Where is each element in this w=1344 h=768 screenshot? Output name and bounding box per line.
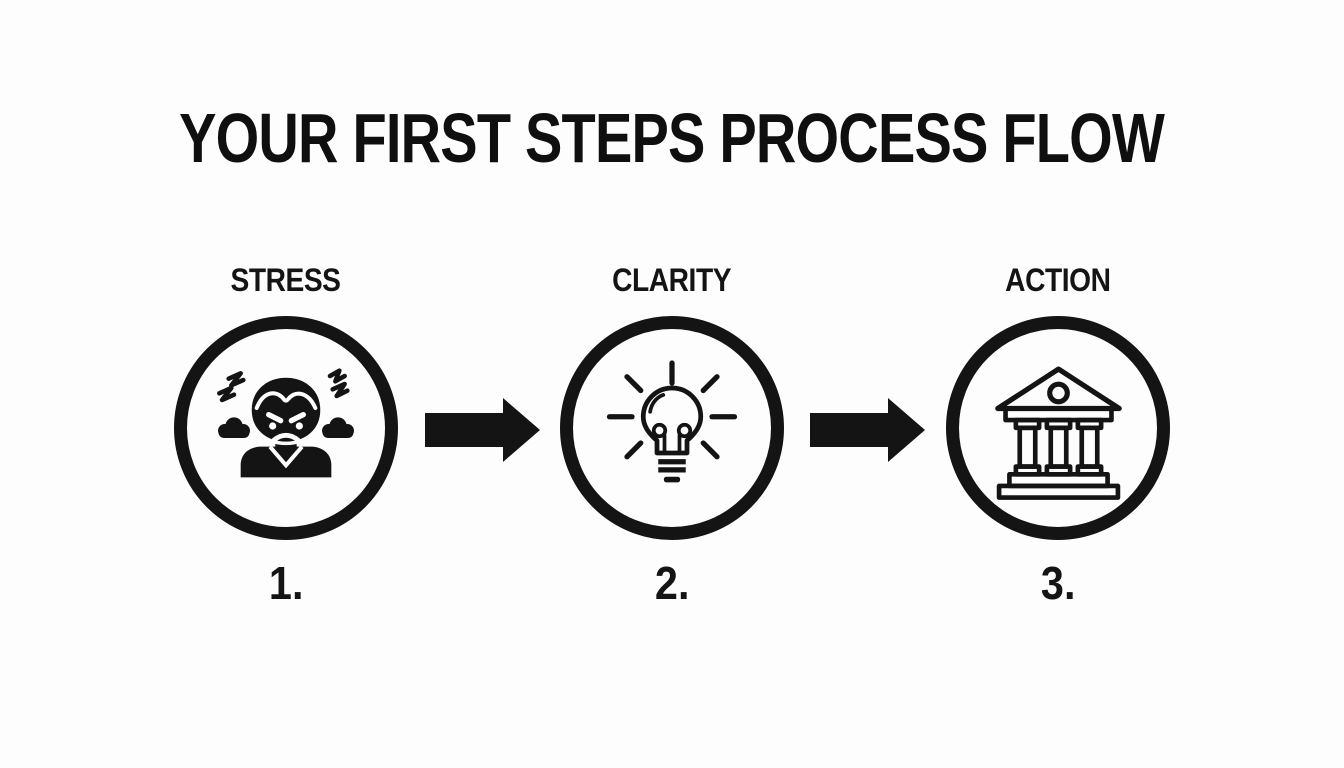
step-number-1: 1. xyxy=(268,557,304,609)
arrow-right-icon xyxy=(810,398,925,462)
step-circle-action xyxy=(946,316,1170,540)
step-label-clarity: CLARITY xyxy=(612,262,732,298)
step-number-3: 3. xyxy=(1040,557,1076,609)
step-circle-clarity xyxy=(560,316,784,540)
arrow-right-icon xyxy=(425,398,540,462)
page-title-text: YOUR FIRST STEPS PROCESS FLOW xyxy=(179,99,1166,177)
lightbulb-icon xyxy=(606,360,738,483)
page-title: YOUR FIRST STEPS PROCESS FLOW xyxy=(0,103,1344,173)
step-number-2: 2. xyxy=(654,557,690,609)
step-label-action: ACTION xyxy=(1005,262,1111,298)
stressed-person-icon xyxy=(217,368,354,478)
step-label-stress: STRESS xyxy=(230,262,342,298)
step-circle-stress xyxy=(174,316,398,540)
bank-building-icon xyxy=(994,366,1122,500)
